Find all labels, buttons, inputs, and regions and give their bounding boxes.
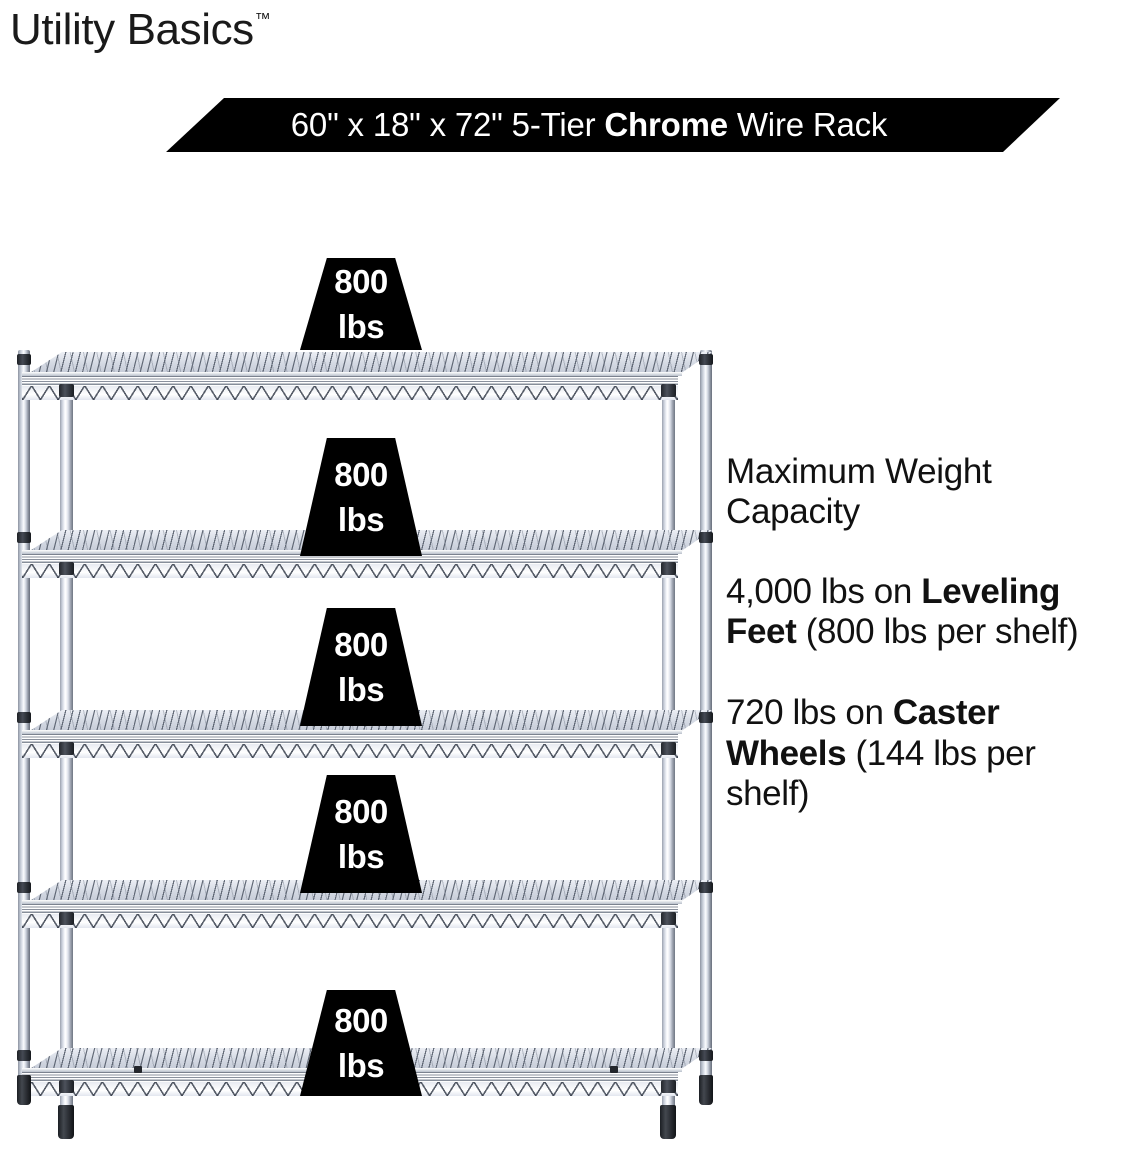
caster-wheels-detail: (144 lbs per shelf) — [726, 733, 1036, 814]
collar-front-left-4 — [59, 912, 74, 925]
shelf-4-truss — [22, 914, 678, 928]
title-banner-text: 60" x 18" x 72" 5-Tier Chrome Wire Rack — [283, 105, 888, 143]
shelf-4-edge — [22, 900, 682, 904]
shelf-3-edge — [22, 730, 682, 734]
weight-tag-shelf-4: 800 lbs — [300, 775, 422, 893]
shelf-1 — [22, 352, 712, 400]
weight-tag-1-value: 800 — [334, 263, 388, 300]
shelf-2-truss — [22, 564, 678, 578]
weight-tag-shelf-2: 800 lbs — [300, 438, 422, 556]
weight-tag-5-unit: lbs — [337, 1047, 385, 1084]
weight-tag-3-value: 800 — [334, 626, 388, 663]
leveling-feet-capacity: 4,000 lbs on Leveling Feet (800 lbs per … — [726, 572, 1118, 653]
caster-wheels-capacity: 720 lbs on Caster Wheels (144 lbs per sh… — [726, 693, 1118, 815]
collar-back-right-5 — [699, 1050, 713, 1061]
collar-front-right-5 — [661, 1080, 676, 1093]
weight-tag-1-unit: lbs — [337, 308, 385, 345]
capacity-heading: Maximum Weight Capacity — [726, 452, 992, 531]
collar-back-left-5 — [17, 1050, 31, 1061]
collar-back-right-2 — [699, 532, 713, 543]
weight-tag-4-value: 800 — [334, 793, 388, 830]
weight-tag-3-unit: lbs — [337, 671, 385, 708]
collar-front-right-1 — [661, 384, 676, 397]
collar-back-right-4 — [699, 882, 713, 893]
leveling-foot-back-left — [17, 1075, 31, 1105]
weight-capacity-panel: Maximum Weight Capacity 4,000 lbs on Lev… — [726, 452, 1118, 815]
leveling-feet-total: 4,000 lbs on — [726, 571, 922, 611]
brand-logo: Utility Basics™ — [10, 5, 271, 54]
collar-back-left-1 — [17, 354, 31, 365]
title-banner: 60" x 18" x 72" 5-Tier Chrome Wire Rack — [166, 98, 1060, 152]
shelf-4 — [22, 880, 712, 928]
shelf-clip-left — [134, 1066, 142, 1073]
collar-front-right-3 — [661, 742, 676, 755]
title-suffix: Wire Rack — [727, 105, 888, 143]
leveling-feet-label: Leveling Feet — [726, 571, 1061, 652]
leveling-foot-back-right — [699, 1075, 713, 1105]
collar-back-right-1 — [699, 354, 713, 365]
weight-tag-5-value: 800 — [334, 1002, 388, 1039]
collar-back-left-4 — [17, 882, 31, 893]
leveling-foot-front-left — [58, 1105, 74, 1139]
collar-back-right-3 — [699, 712, 713, 723]
weight-tag-shelf-5: 800 lbs — [300, 990, 422, 1096]
shelf-1-edge — [22, 372, 682, 376]
shelf-1-truss — [22, 386, 678, 400]
shelf-clip-right — [610, 1066, 618, 1073]
collar-front-right-4 — [661, 912, 676, 925]
leveling-feet-detail: (800 lbs per shelf) — [796, 612, 1079, 652]
weight-tag-shelf-1: 800 lbs — [300, 258, 422, 350]
collar-back-left-2 — [17, 532, 31, 543]
trademark-symbol: ™ — [254, 11, 271, 28]
title-finish: Chrome — [604, 105, 728, 143]
collar-back-left-3 — [17, 712, 31, 723]
title-dimensions: 60" x 18" x 72" 5-Tier — [290, 105, 605, 143]
leveling-foot-front-right — [660, 1105, 676, 1139]
wire-rack-illustration: 800 lbs 800 lbs 800 lbs 800 lbs 800 lbs — [0, 258, 730, 1145]
shelf-3-truss — [22, 744, 678, 758]
collar-front-left-5 — [59, 1080, 74, 1093]
collar-front-right-2 — [661, 562, 676, 575]
weight-tag-4-unit: lbs — [337, 838, 385, 875]
brand-name: Utility Basics — [10, 5, 254, 54]
weight-tag-2-unit: lbs — [337, 501, 385, 538]
caster-wheels-total: 720 lbs on — [726, 692, 893, 732]
collar-front-left-2 — [59, 562, 74, 575]
collar-front-left-1 — [59, 384, 74, 397]
caster-wheels-label: Caster Wheels — [726, 692, 1000, 773]
weight-tag-shelf-3: 800 lbs — [300, 608, 422, 726]
weight-tag-2-value: 800 — [334, 456, 388, 493]
collar-front-left-3 — [59, 742, 74, 755]
